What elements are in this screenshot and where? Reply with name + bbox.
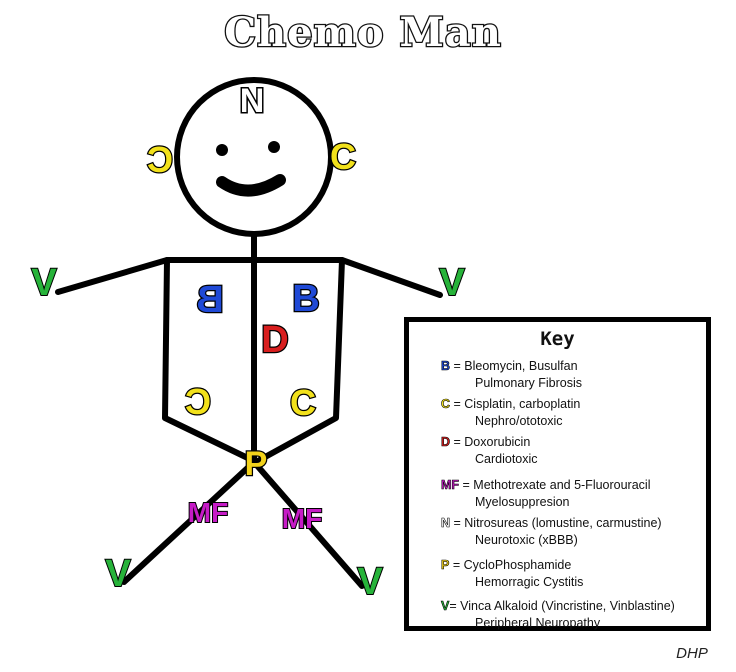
key-effect-n: Neurotoxic (xBBB) [475,533,578,547]
right-arm [339,257,443,298]
label-b-right-lung: B [292,278,319,320]
label-mf-right-leg: MF [282,503,322,534]
left-eye [216,144,228,156]
label-p-bladder: P [245,445,268,483]
torso-outline [162,257,345,465]
label-v-left-hand: V [31,262,57,304]
key-symbol-c: C [441,397,451,412]
key-text-d: = Doxorubicin [450,435,531,449]
page-title: Chemo Man [224,9,502,56]
key-text-c: = Cisplatin, carboplatin [450,397,581,411]
label-mf-left-leg: MF [188,497,228,528]
label-v-left-foot: V [105,553,131,595]
key-text-b: = Bleomycin, Busulfan [450,359,578,373]
key-entry-n: N = Nitrosureas (lomustine, carmustine) … [441,515,702,549]
label-d-heart: D [261,319,288,361]
label-c-right-ear: C [330,136,356,177]
key-effect-c: Nephro/ototoxic [475,414,563,428]
key-entry-v: V= Vinca Alkaloid (Vincristine, Vinblast… [441,598,702,632]
mouth [216,174,286,197]
label-c-left-kidney: C [185,381,211,422]
key-entry-c: C = Cisplatin, carboplatin Nephro/ototox… [441,396,702,430]
right-leg [251,459,365,589]
key-text-n: = Nitrosureas (lomustine, carmustine) [450,516,662,530]
label-n-head: N [240,82,265,120]
key-entry-d: D = Doxorubicin Cardiotoxic [441,434,702,468]
key-legend: Key B = Bleomycin, Busulfan Pulmonary Fi… [404,317,711,631]
key-entry-b: B = Bleomycin, Busulfan Pulmonary Fibros… [441,358,702,392]
key-effect-p: Hemorragic Cystitis [475,575,584,589]
right-eye [268,141,280,153]
key-symbol-mf: MF [441,478,460,493]
label-c-left-ear: C [147,139,173,180]
key-symbol-d: D [441,435,451,450]
label-v-right-hand: V [439,262,465,304]
label-b-left-lung: B [196,279,223,321]
key-title: Key [540,328,575,350]
label-c-right-kidney: C [290,382,316,423]
left-leg [121,459,257,585]
key-entry-mf: MF = Methotrexate and 5-Fluorouracil Mye… [441,477,702,511]
key-text-mf: = Methotrexate and 5-Fluorouracil [459,478,651,492]
key-text-p: = CycloPhosphamide [449,558,572,572]
key-effect-v: Peripheral Neuropathy [475,616,601,630]
key-symbol-n: N [441,516,451,531]
key-text-v: = Vinca Alkaloid (Vincristine, Vinblasti… [449,599,675,613]
label-v-right-foot: V [357,561,383,603]
key-symbol-b: B [441,359,451,374]
key-symbol-v: V [441,599,450,614]
key-entry-p: P = CycloPhosphamide Hemorragic Cystitis [441,557,702,591]
key-effect-mf: Myelosuppresion [475,495,570,509]
key-effect-d: Cardiotoxic [475,452,538,466]
left-arm [55,257,170,295]
credit-signature: DHP [676,645,708,662]
key-effect-b: Pulmonary Fibrosis [475,376,582,390]
key-symbol-p: P [441,558,450,573]
